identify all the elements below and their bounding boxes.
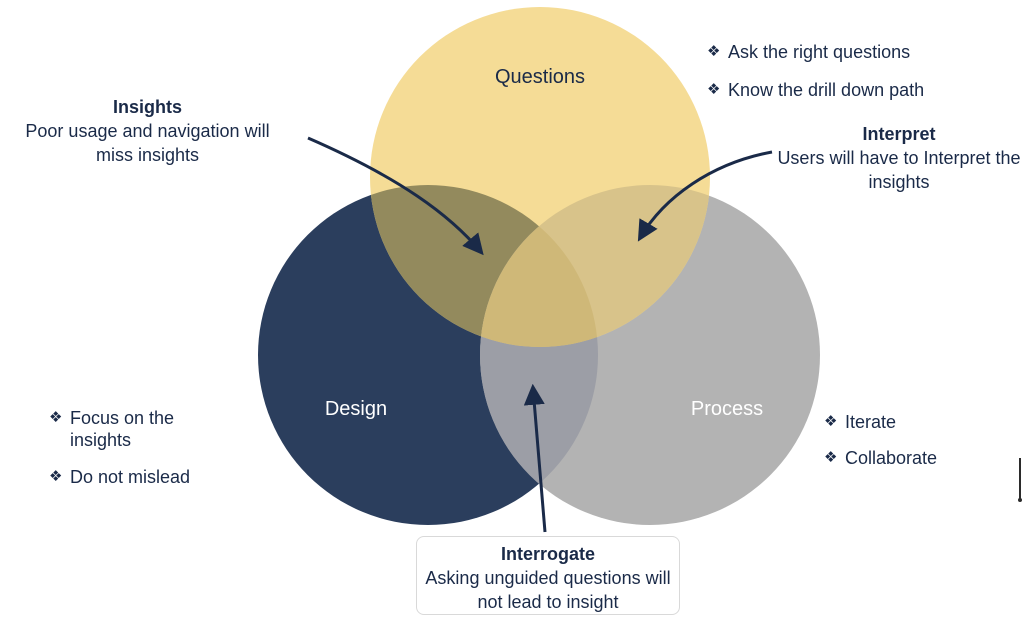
diamond-bullet-icon: ❖ <box>824 449 838 466</box>
diamond-bullet-icon: ❖ <box>824 413 838 430</box>
list-item: ❖ Collaborate <box>824 447 974 469</box>
bullet-text: Do not mislead <box>70 467 191 487</box>
interpret-title: Interpret <box>862 124 936 144</box>
edge-marker-dot <box>1018 498 1022 502</box>
interrogate-title: Interrogate <box>500 544 596 564</box>
diamond-bullet-icon: ❖ <box>707 81 721 98</box>
insights-title: Insights <box>112 97 182 117</box>
process-label: Process <box>691 398 763 420</box>
interpret-annotation: Interpret Users will have to Interpret t… <box>770 122 1024 194</box>
interrogate-arrow <box>523 383 547 533</box>
questions-label: Questions <box>495 66 585 88</box>
list-item: ❖ Ask the right questions <box>707 41 977 63</box>
process-bullet-list: ❖ Iterate ❖ Collaborate <box>824 411 974 483</box>
design-label: Design <box>325 398 387 420</box>
bullet-text: Focus on the insights <box>70 408 175 450</box>
interpret-arrow <box>637 150 773 242</box>
insights-text: Poor usage and navigation will miss insi… <box>25 121 270 165</box>
edge-marker-line <box>1019 458 1021 500</box>
list-item: ❖ Focus on the insights <box>49 407 219 451</box>
insights-annotation: Insights Poor usage and navigation will … <box>20 95 275 167</box>
insights-arrow <box>307 136 484 256</box>
interrogate-annotation: Interrogate Asking unguided questions wi… <box>416 536 680 615</box>
center-overlap <box>480 185 598 347</box>
design-questions-overlap <box>370 185 598 347</box>
diamond-bullet-icon: ❖ <box>707 43 721 60</box>
design-bullet-list: ❖ Focus on the insights ❖ Do not mislead <box>49 407 219 503</box>
list-item: ❖ Know the drill down path <box>707 79 977 101</box>
bullet-text: Iterate <box>845 412 897 432</box>
diamond-bullet-icon: ❖ <box>49 409 63 426</box>
questions-bullet-list: ❖ Ask the right questions ❖ Know the drill… <box>707 41 977 117</box>
bullet-text: Ask the right questions <box>728 42 911 62</box>
interrogate-text: Asking unguided questions will not lead … <box>425 568 671 612</box>
bullet-text: Know the drill down path <box>728 80 925 100</box>
list-item: ❖ Do not mislead <box>49 466 219 488</box>
diamond-bullet-icon: ❖ <box>49 468 63 485</box>
bullet-text: Collaborate <box>845 448 938 468</box>
list-item: ❖ Iterate <box>824 411 974 433</box>
interpret-text: Users will have to Interpret the insight… <box>777 148 1021 192</box>
